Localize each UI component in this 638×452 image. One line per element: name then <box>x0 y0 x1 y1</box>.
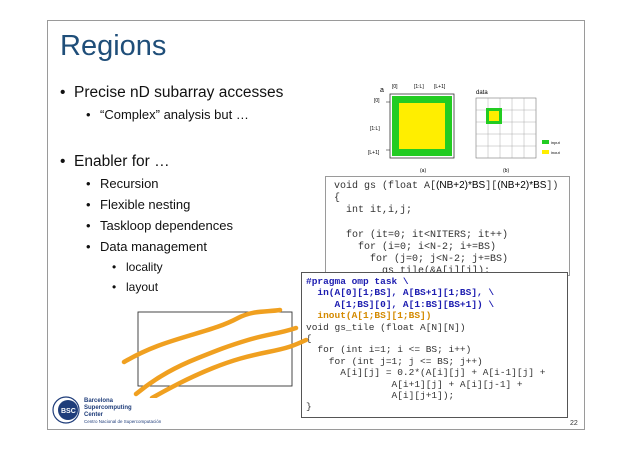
bullet-item: •Precise nD subarray accesses <box>60 84 284 101</box>
code-line: int it,i,j; <box>334 205 413 217</box>
code-line: { <box>334 193 341 205</box>
left-label-0: [0] <box>374 98 380 104</box>
code-line: A[i+1][j] + A[i][j-1] + <box>306 378 523 390</box>
page-number: 22 <box>570 420 578 427</box>
array-label: a <box>380 87 384 94</box>
code-line: for (int i=1; i <= BS; i++) <box>306 344 472 356</box>
bullet-item: •Recursion <box>86 176 159 191</box>
legend-inout-swatch <box>542 150 549 154</box>
data-label: data <box>476 90 488 96</box>
bullet-item: •Taskloop dependences <box>86 218 233 233</box>
gs-function-code: void gs (float A[(NB+2)*BS][(NB+2)*BS]) … <box>325 176 570 276</box>
code-line: A[i][j+1]); <box>306 390 455 402</box>
data-grid <box>475 97 537 159</box>
pragma-line: A[1;BS][0], A[1:BS][BS+1]) \ <box>306 298 495 310</box>
curve-1 <box>121 307 283 365</box>
bullet-item: •layout <box>112 280 159 294</box>
inout-clause: inout(A[1;BS][1;BS]) <box>306 310 432 322</box>
gs-signature-arg1: (NB+2)*BS <box>436 180 486 191</box>
gs-signature-end: ]) <box>546 181 559 192</box>
bullet-dot-icon: • <box>112 260 117 274</box>
legend-inout-label: inout <box>551 150 561 155</box>
pragma-line: #pragma omp task \ <box>306 276 409 287</box>
bullet-dot-icon: • <box>86 107 91 122</box>
curve-3 <box>149 337 308 398</box>
bsc-line2: Supercomputing <box>84 405 132 411</box>
curve-2 <box>133 325 299 397</box>
caption-b: (b) <box>503 168 509 174</box>
bullet-item: •“Complex” analysis but … <box>86 107 249 122</box>
code-line: A[i][j] = 0.2*(A[i][j] + A[i-1][j] + <box>306 367 546 379</box>
bsc-logo-graphic: BSC Barcelona Supercomputing Center Cent… <box>52 396 162 424</box>
bullet-dot-icon: • <box>86 239 91 254</box>
bullet-dot-icon: • <box>60 153 66 170</box>
bullet-dot-icon: • <box>86 197 91 212</box>
left-label-2: [L+1] <box>368 150 380 156</box>
slide-title: Regions <box>60 30 167 62</box>
bullet-item: •Data management <box>86 239 207 254</box>
code-line: } <box>306 401 312 413</box>
code-line: for (int j=1; j <= BS; j++) <box>306 355 483 367</box>
bullet-dot-icon: • <box>86 218 91 233</box>
region-diagram: a [0] [1:L] [L+1] [0] [1:L] [L+1] (a) da… <box>368 84 561 174</box>
code-line: for (it=0; it<NITERS; it++) <box>334 229 509 241</box>
gs-signature-arg2: (NB+2)*BS <box>497 180 547 191</box>
legend-input-swatch <box>542 140 549 144</box>
top-label-1: [1:L] <box>414 84 424 90</box>
gs-tile-code: #pragma omp task \ in(A[0][1;BS], A[BS+1… <box>301 272 568 418</box>
region-box <box>137 311 293 387</box>
pragma-line: in(A[0][1;BS], A[BS+1][1;BS], \ <box>306 287 495 299</box>
gs-signature-start: void gs (float A[ <box>334 181 437 192</box>
bsc-line1: Barcelona <box>84 398 114 404</box>
top-label-2: [L+1] <box>434 84 446 90</box>
code-line: void gs_tile (float A[N][N]) <box>306 321 466 333</box>
caption-a: (a) <box>420 168 426 174</box>
bsc-logo: BSC Barcelona Supercomputing Center Cent… <box>52 393 182 432</box>
legend-input-label: input <box>551 140 561 145</box>
region-curves-illustration <box>121 307 308 398</box>
bullet-item: •Enabler for … <box>60 153 170 170</box>
bullet-dot-icon: • <box>86 176 91 191</box>
code-line: gs_tile(&A[i][j]); <box>334 266 490 275</box>
left-label-1: [1:L] <box>370 126 380 132</box>
bsc-line3: Center <box>84 412 104 418</box>
bullet-dot-icon: • <box>112 280 117 294</box>
bullet-dot-icon: • <box>60 84 66 101</box>
code-line: for (j=0; j<N-2; j+=BS) <box>334 254 509 266</box>
code-line: for (i=0; i<N-2; i+=BS) <box>334 242 497 254</box>
slide-frame <box>47 20 585 430</box>
bullet-item: •locality <box>112 260 163 274</box>
bsc-badge-text: BSC <box>61 408 76 415</box>
code-line: { <box>306 333 312 345</box>
inout-region <box>399 103 445 149</box>
top-label-0: [0] <box>392 84 398 90</box>
gs-signature-mid: ][ <box>485 181 498 192</box>
bsc-subtitle: Centro Nacional de Supercomputación <box>84 419 162 424</box>
bullet-item: •Flexible nesting <box>86 197 191 212</box>
